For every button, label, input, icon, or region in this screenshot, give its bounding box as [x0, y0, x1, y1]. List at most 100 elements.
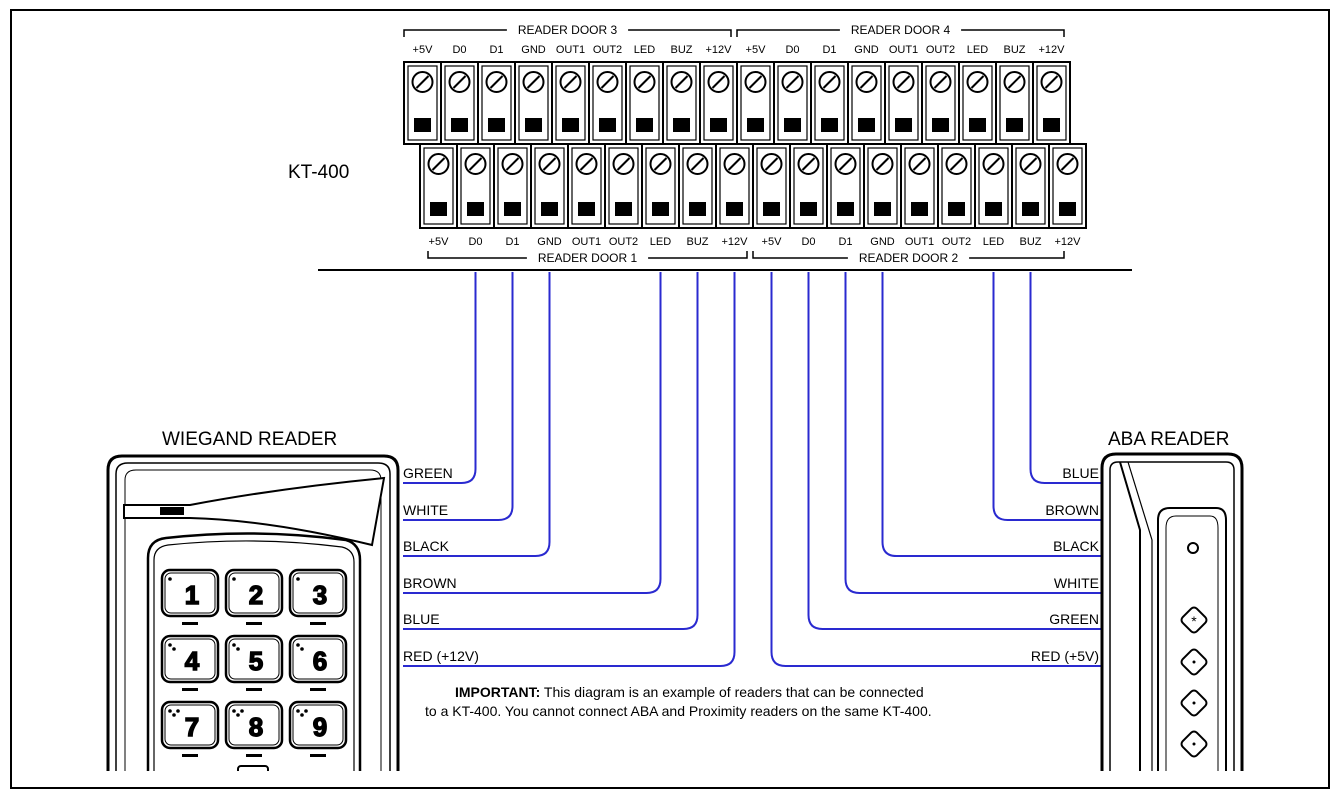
- wire-slot: [1006, 118, 1023, 132]
- wire-slot: [747, 118, 764, 132]
- bottom-terminal-label: +5V: [762, 236, 783, 248]
- note-line1: This diagram is an example of readers th…: [540, 684, 923, 700]
- top-terminal-label: BUZ: [671, 44, 693, 56]
- wire-slot: [985, 202, 1002, 216]
- top-terminal-label: OUT2: [926, 44, 955, 56]
- screw-icon: [522, 71, 545, 93]
- screw-icon: [818, 71, 841, 93]
- aba-wire: [881, 272, 1102, 557]
- wires: [403, 272, 1102, 667]
- bottom-terminal: [900, 143, 939, 229]
- wiegand-wire: [403, 272, 514, 521]
- bottom-terminal-label: LED: [650, 236, 671, 248]
- wire-slot: [451, 118, 468, 132]
- bottom-terminal: [974, 143, 1013, 229]
- aba-key: [1180, 648, 1208, 676]
- bottom-terminal-label: BUZ: [1020, 236, 1042, 248]
- aba-wire-label: BLUE: [1062, 465, 1099, 481]
- screw-icon: [945, 153, 968, 175]
- reader-door-1-label: READER DOOR 1: [538, 251, 638, 265]
- aba-wire-label: GREEN: [1049, 611, 1099, 627]
- bottom-terminal: [604, 143, 643, 229]
- top-terminal-label: OUT1: [556, 44, 585, 56]
- bottom-terminal-label: D0: [468, 236, 482, 248]
- top-terminal: [588, 61, 627, 145]
- wiegand-wire-label: BROWN: [403, 575, 457, 591]
- bottom-terminal: [456, 143, 495, 229]
- screw-icon: [633, 71, 656, 93]
- top-terminal: [514, 61, 553, 145]
- keypad-key-digit: 6: [313, 646, 327, 676]
- wire-slot: [784, 118, 801, 132]
- top-terminal-label: LED: [967, 44, 988, 56]
- keypad-key: 1: [160, 568, 220, 625]
- bottom-terminal: [419, 143, 458, 229]
- top-terminal-label: OUT2: [593, 44, 622, 56]
- keypad-key-digit: 5: [249, 646, 263, 676]
- keypad-key-digit: 3: [313, 580, 327, 610]
- bottom-terminal: [567, 143, 606, 229]
- screw-icon: [908, 153, 931, 175]
- screw-icon: [744, 71, 767, 93]
- screw-icon: [797, 153, 820, 175]
- top-terminal-label: +5V: [746, 44, 767, 56]
- wire-slot: [948, 202, 965, 216]
- screw-icon: [1003, 71, 1026, 93]
- bottom-terminal-label: OUT2: [609, 236, 638, 248]
- note-bold: IMPORTANT:: [455, 684, 540, 700]
- bottom-terminal: [826, 143, 865, 229]
- important-note-line1: IMPORTANT: This diagram is an example of…: [455, 684, 924, 700]
- aba-reader-title: ABA READER: [1108, 429, 1229, 450]
- keypad-key-digit: 4: [185, 646, 200, 676]
- bottom-terminal: [1048, 143, 1087, 229]
- top-terminal-label: +12V: [1039, 44, 1066, 56]
- wire-slot: [689, 202, 706, 216]
- screw-icon: [760, 153, 783, 175]
- wiegand-wire-label: GREEN: [403, 465, 453, 481]
- aba-key: [1180, 730, 1208, 758]
- aba-wire: [992, 272, 1102, 521]
- top-terminal: [995, 61, 1034, 145]
- keypad-key: 5: [224, 634, 284, 691]
- screw-icon: [855, 71, 878, 93]
- keypad-key: 4: [160, 634, 220, 691]
- top-terminal-label: +5V: [413, 44, 434, 56]
- screw-icon: [559, 71, 582, 93]
- screw-icon: [871, 153, 894, 175]
- top-terminal: [1032, 61, 1071, 145]
- wire-slot: [911, 202, 928, 216]
- bottom-terminal: [1011, 143, 1050, 229]
- wire-slot: [488, 118, 505, 132]
- bottom-terminal: [863, 143, 902, 229]
- wire-slot: [504, 202, 521, 216]
- bottom-terminal: [530, 143, 569, 229]
- screw-icon: [966, 71, 989, 93]
- led-indicator-icon: [160, 507, 184, 515]
- top-terminal: [921, 61, 960, 145]
- card-swipe-track: [1119, 461, 1141, 771]
- keypad-key: 2: [224, 568, 284, 625]
- wire-slot: [932, 118, 949, 132]
- wire-slot: [858, 118, 875, 132]
- screw-icon: [781, 71, 804, 93]
- screw-icon: [596, 71, 619, 93]
- wire-slot: [763, 202, 780, 216]
- top-terminal: [662, 61, 701, 145]
- wire-slot: [541, 202, 558, 216]
- bottom-terminal-label: +12V: [1055, 236, 1082, 248]
- screw-icon: [448, 71, 471, 93]
- wire-slot: [562, 118, 579, 132]
- wire-slot: [874, 202, 891, 216]
- wire-slot: [1022, 202, 1039, 216]
- top-terminal-label: D0: [785, 44, 799, 56]
- screw-icon: [1019, 153, 1042, 175]
- screw-icon: [670, 71, 693, 93]
- wire-slot: [726, 202, 743, 216]
- aba-key: *: [1180, 606, 1208, 634]
- wiegand-wire: [403, 272, 551, 557]
- wire-slot: [467, 202, 484, 216]
